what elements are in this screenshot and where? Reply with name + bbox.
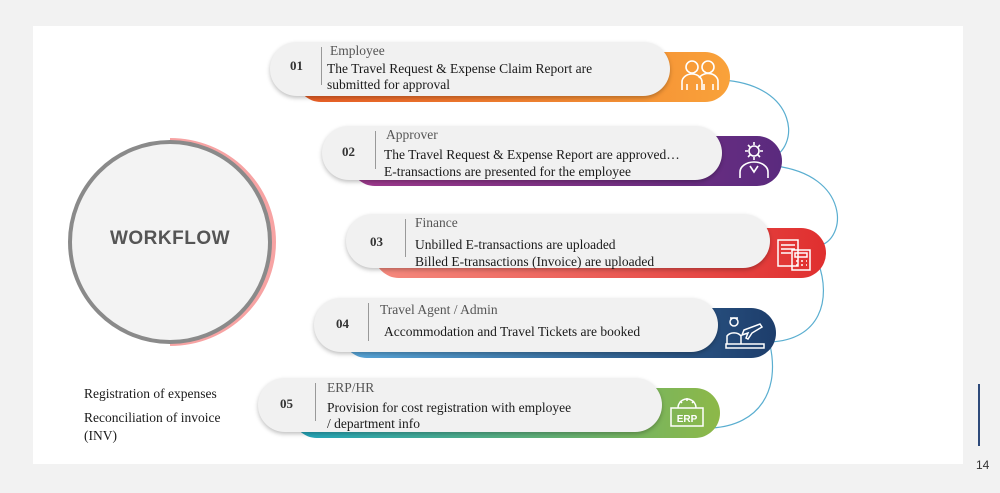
step-05-number: 05 <box>280 396 293 411</box>
step-02-card <box>322 126 722 180</box>
workflow-label: WORKFLOW <box>109 228 231 249</box>
page-number: 14 <box>976 458 990 472</box>
step-01-card <box>270 42 670 96</box>
connector-4-5 <box>711 344 774 429</box>
step-02-divider <box>375 131 376 169</box>
page-rule <box>978 384 980 446</box>
side-note-inv: (INV) <box>84 428 117 443</box>
step-01-number: 01 <box>290 58 303 73</box>
step-01-title: Employee <box>330 43 385 58</box>
step-03-line-2: Billed E-transactions (Invoice) are uplo… <box>415 254 655 269</box>
step-04-line-1: Accommodation and Travel Tickets are boo… <box>384 324 641 339</box>
step-02-number: 02 <box>342 144 355 159</box>
erp-icon: ERP <box>670 398 704 427</box>
step-05-divider <box>315 383 316 421</box>
people-icon <box>681 60 719 90</box>
step-01-divider <box>321 47 322 85</box>
travel-agent-icon <box>725 317 765 349</box>
side-notes: Registration of expenses Reconciliation … <box>84 385 220 445</box>
step-04-card <box>314 298 718 352</box>
step-02-line-2: E-transactions are presented for the emp… <box>384 164 632 179</box>
gear-person-icon <box>739 142 769 178</box>
step-04-divider <box>368 303 369 341</box>
step-03-title: Finance <box>415 215 458 230</box>
calculator-icon <box>777 239 811 271</box>
step-03-line-1: Unbilled E-transactions are uploaded <box>415 237 616 252</box>
step-02-line-1: The Travel Request & Expense Report are … <box>384 147 680 162</box>
connector-2-3 <box>774 165 838 247</box>
step-03-number: 03 <box>370 234 383 249</box>
side-note-reconciliation: Reconciliation of invoice <box>84 410 221 425</box>
step-03-card <box>346 214 770 268</box>
step-05-line-2: / department info <box>327 416 420 431</box>
step-02-title: Approver <box>386 127 438 142</box>
step-05-card <box>258 378 662 432</box>
step-05-title: ERP/HR <box>327 380 375 395</box>
step-05-line-1: Provision for cost registration with emp… <box>327 400 572 415</box>
workflow-circle <box>68 140 272 344</box>
step-01-line-2: submitted for approval <box>327 77 450 92</box>
step-01-line-1: The Travel Request & Expense Claim Repor… <box>327 61 593 76</box>
connector-3-4 <box>769 261 825 343</box>
step-04-title: Travel Agent / Admin <box>380 302 498 317</box>
step-03-divider <box>405 219 406 257</box>
svg-text:ERP: ERP <box>677 414 698 425</box>
side-note-registration: Registration of expenses <box>84 386 217 401</box>
step-04-number: 04 <box>336 316 349 331</box>
